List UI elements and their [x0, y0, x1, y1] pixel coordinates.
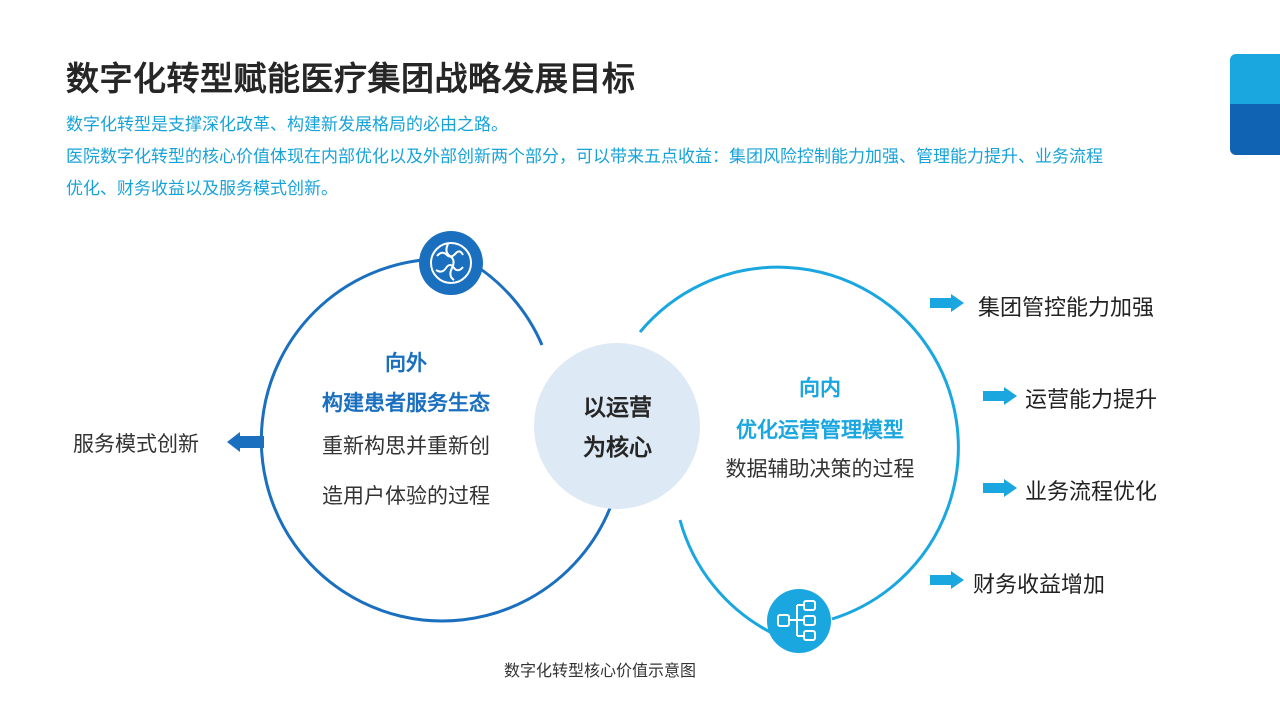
inward-subheading: 优化运营管理模型	[736, 418, 904, 442]
center-label-line-1: 以运营	[583, 395, 652, 421]
inward-heading: 向内	[799, 376, 841, 400]
left-benefit: 服务模式创新	[73, 432, 199, 456]
benefit-item: 业务流程优化	[1025, 480, 1158, 505]
benefit-item: 运营能力提升	[1025, 388, 1158, 413]
center-label: 以运营 为核心	[540, 388, 695, 468]
outward-block: 向外 构建患者服务生态 重新构思并重新创 造用户体验的过程	[286, 345, 526, 521]
inward-body-line-1: 数据辅助决策的过程	[725, 457, 915, 481]
page-title: 数字化转型赋能医疗集团战略发展目标	[66, 59, 636, 98]
inward-circle-lower-arc	[678, 519, 771, 634]
right-arrow-icon	[930, 571, 964, 589]
right-arrow-icon	[983, 387, 1017, 405]
benefit-item: 集团管控能力加强	[978, 296, 1155, 321]
left-arrow-icon	[227, 432, 264, 452]
description-line-2: 医院数字化转型的核心价值体现在内部优化以及外部创新两个部分，可以带来五点收益：集…	[66, 147, 1103, 167]
outward-body-line-1: 重新构思并重新创	[322, 434, 490, 458]
description-line-3: 优化、财务收益以及服务模式创新。	[66, 179, 338, 199]
outward-subheading: 构建患者服务生态	[322, 391, 490, 415]
description-line-1: 数字化转型是支撑深化改革、构建新发展格局的必由之路。	[66, 115, 508, 135]
center-circle	[534, 343, 700, 509]
right-arrow-icon	[983, 479, 1017, 497]
flowchart-icon	[767, 589, 831, 653]
side-tab-dark	[1230, 104, 1280, 155]
outward-heading: 向外	[385, 351, 427, 375]
side-tab-light	[1230, 54, 1280, 104]
inward-circle	[638, 265, 960, 621]
benefit-item: 财务收益增加	[973, 573, 1106, 598]
diagram-caption: 数字化转型核心价值示意图	[503, 661, 696, 680]
inward-block: 向内 优化运营管理模型 数据辅助决策的过程	[700, 370, 940, 490]
outward-circle	[259, 257, 614, 623]
center-label-line-2: 为核心	[583, 435, 652, 461]
outward-body-line-2: 造用户体验的过程	[322, 484, 490, 508]
globe-icon	[419, 231, 483, 295]
right-arrow-icon	[930, 294, 964, 312]
